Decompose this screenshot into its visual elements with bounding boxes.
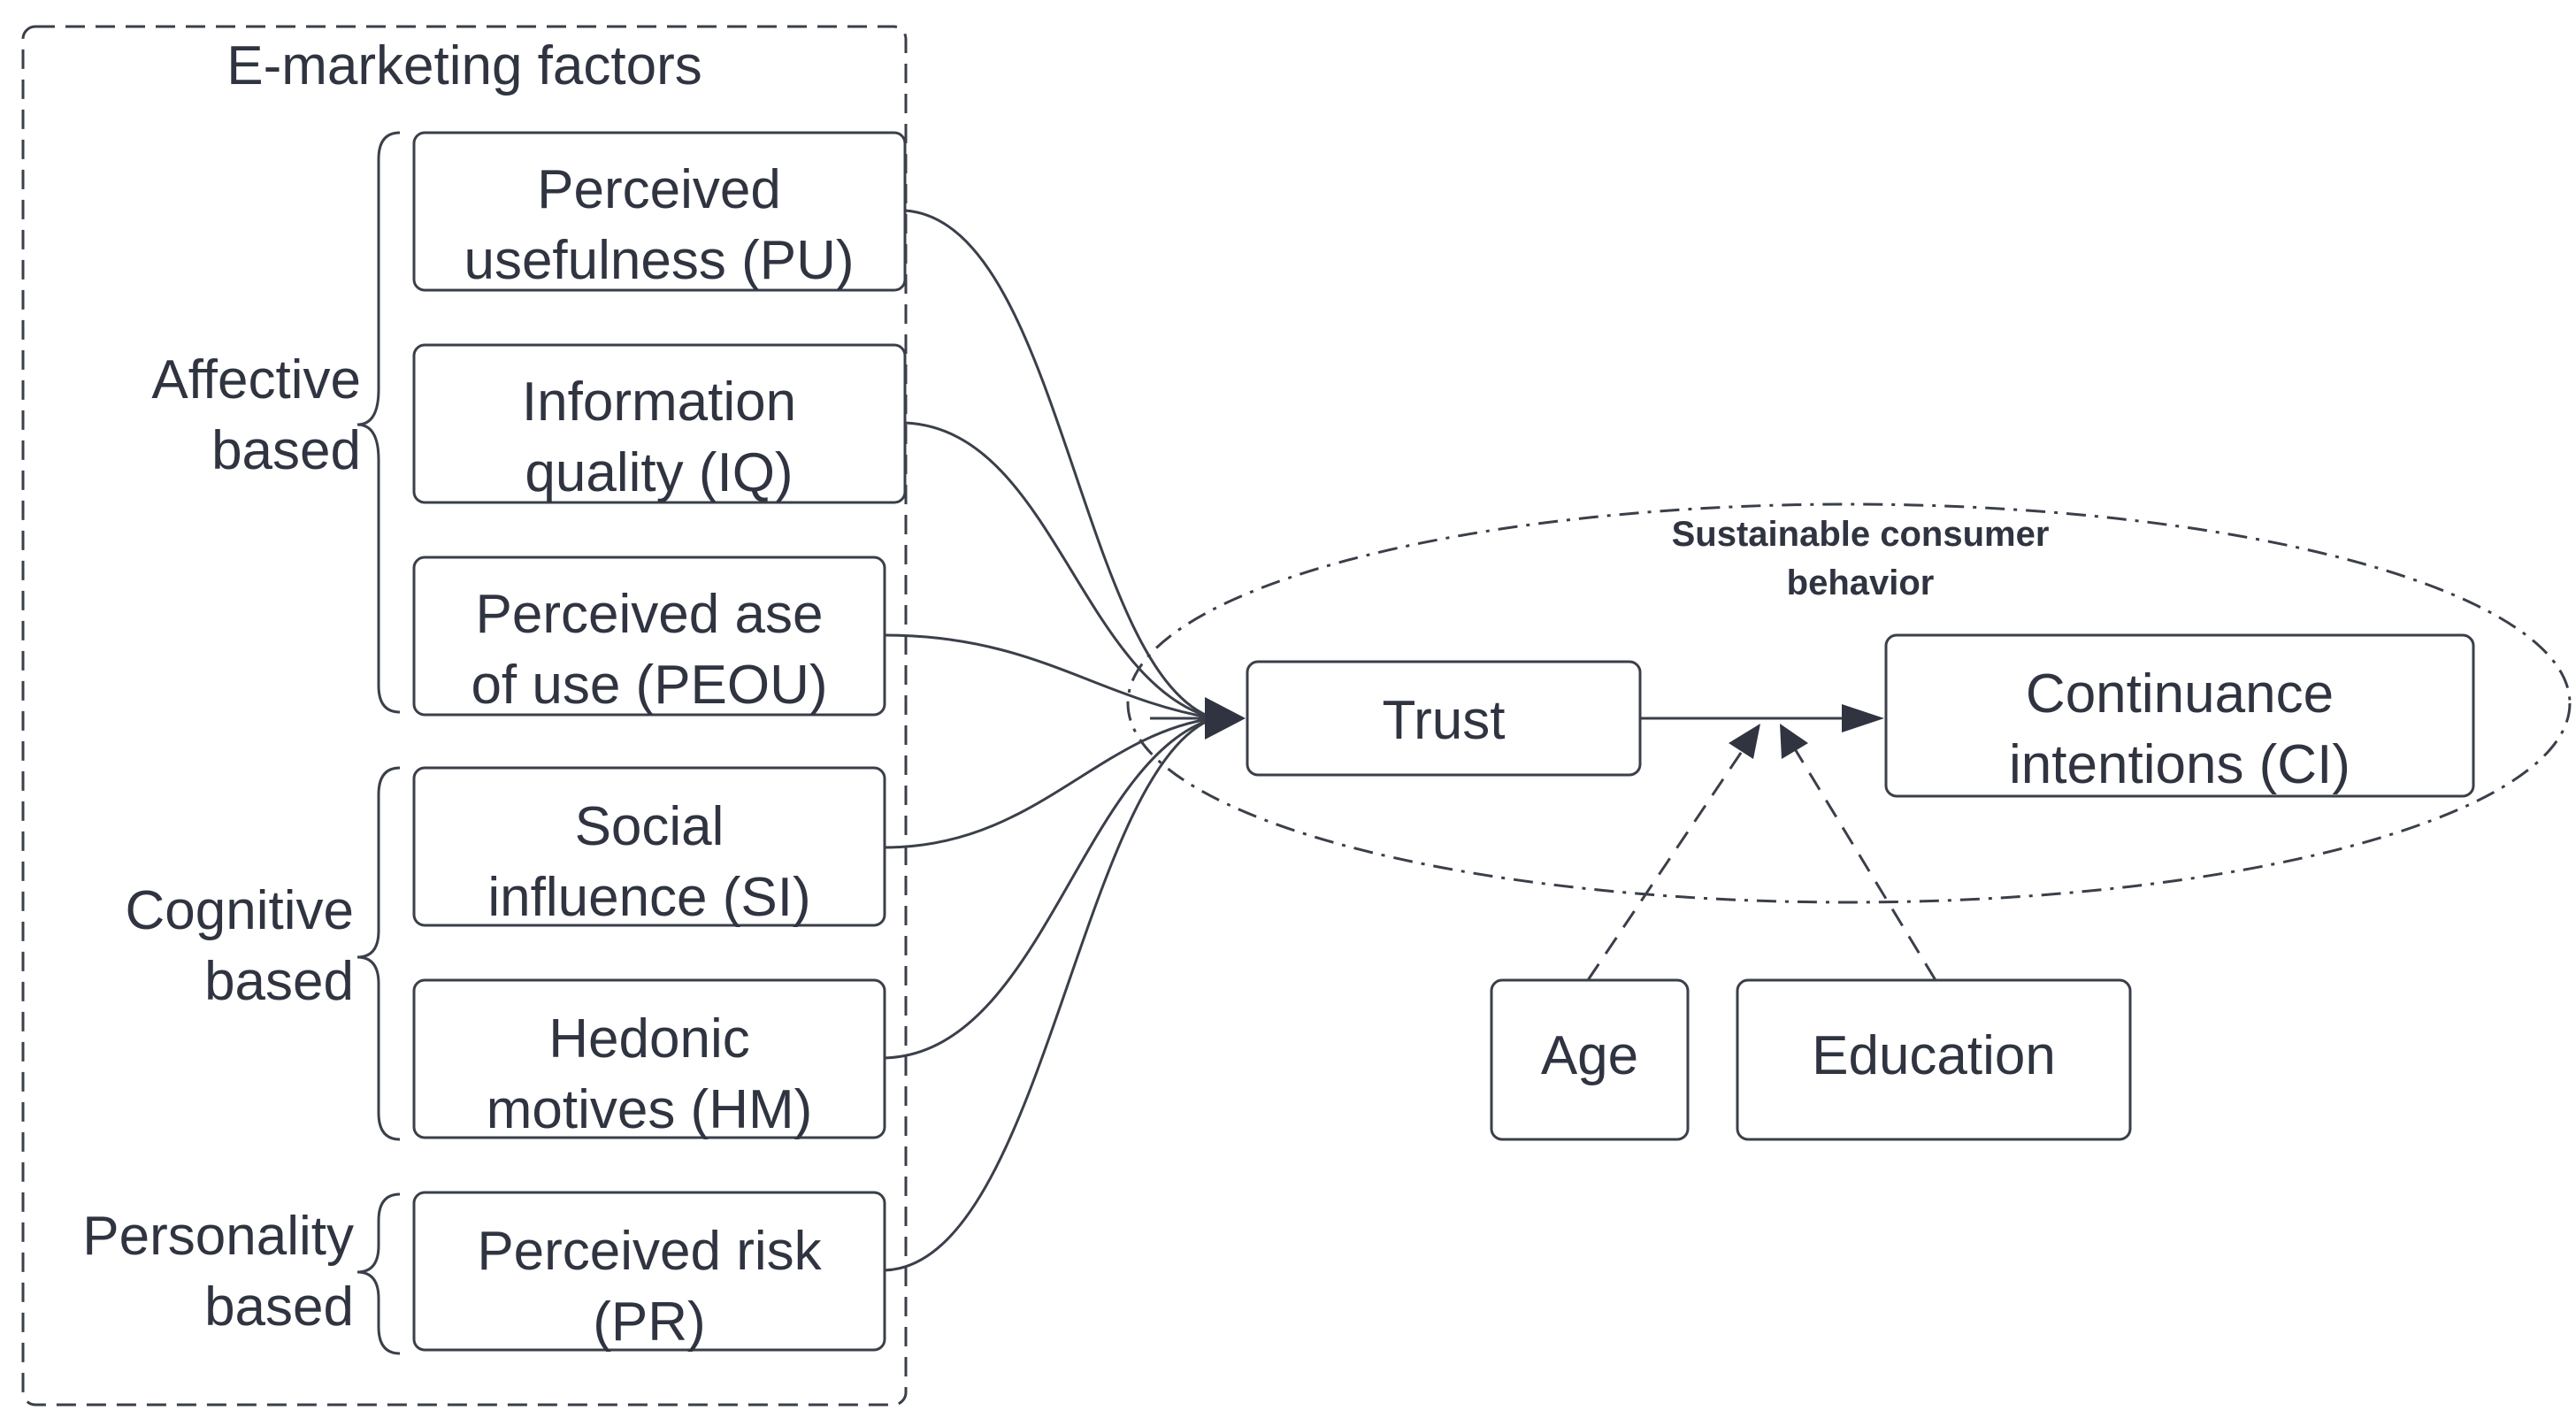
factor-label-line: influence (SI) <box>487 867 810 928</box>
frame-title: E-marketing factors <box>226 35 702 96</box>
factor-label-line: quality (IQ) <box>525 442 793 503</box>
e-marketing-factors-frame: E-marketing factors <box>21 25 908 1407</box>
scb-title-line: Sustainable consumer <box>1672 515 2050 554</box>
brace-affective <box>356 131 401 714</box>
group-label-line: based <box>204 951 354 1012</box>
brace-cognitive <box>356 766 401 1141</box>
ci-label-line: intentions (CI) <box>2009 734 2350 795</box>
education-label: Education <box>1812 1025 2056 1086</box>
education-box: Education <box>1736 978 2132 1141</box>
group-label-line: based <box>204 1276 354 1338</box>
group-label-affective: Affective based <box>151 349 361 481</box>
connector-iq-trust <box>904 421 1215 720</box>
factor-label-line: Hedonic <box>548 1008 749 1070</box>
education-moderator-line <box>1792 747 1937 981</box>
scb-title-line: behavior <box>1787 564 1935 602</box>
factor-label-line: Social <box>575 796 724 857</box>
factor-box-iq: Information quality (IQ) <box>412 343 907 504</box>
scb-ellipse <box>1126 502 2572 904</box>
arrowhead-education-moderator <box>1780 724 1808 759</box>
group-label-line: Cognitive <box>126 880 354 941</box>
ci-label-line: Continuance <box>2026 663 2334 724</box>
factor-box-pu: Perceived usefulness (PU) <box>412 131 907 292</box>
ci-box-border <box>1884 633 2475 798</box>
group-braces <box>356 131 401 1355</box>
factor-box-hm: Hedonic motives (HM) <box>412 978 886 1140</box>
connector-peou-trust <box>884 633 1215 720</box>
group-label-line: Affective <box>151 349 361 410</box>
arrowhead-age-moderator <box>1729 724 1760 759</box>
age-box-border <box>1490 978 1690 1141</box>
factor-label-line: Information <box>522 372 796 433</box>
factor-label-line: Perceived <box>537 159 781 220</box>
factor-connectors <box>884 209 1246 1272</box>
brace-personality <box>356 1192 401 1355</box>
connector-hm-trust <box>884 717 1215 1060</box>
connector-pu-trust <box>904 209 1215 720</box>
factor-label-line: Perceived risk <box>477 1221 822 1282</box>
factor-label-line: motives (HM) <box>487 1079 813 1140</box>
trust-label: Trust <box>1383 690 1506 751</box>
sustainable-consumer-behavior-group: Sustainable consumer behavior <box>1126 502 2572 904</box>
group-label-line: Personality <box>82 1206 354 1267</box>
trust-to-ci-arrow <box>1640 704 1884 732</box>
age-box: Age <box>1490 978 1690 1141</box>
factor-label-line: usefulness (PU) <box>464 230 854 291</box>
factor-label-line: of use (PEOU) <box>471 655 827 716</box>
factor-label-line: (PR) <box>593 1292 705 1353</box>
moderator-arrows <box>1586 724 1937 981</box>
trust-box: Trust <box>1246 660 1642 777</box>
connector-pr-trust <box>884 717 1215 1272</box>
ci-box: Continuance intentions (CI) <box>1884 633 2475 798</box>
frame-border <box>21 25 908 1407</box>
age-label: Age <box>1541 1025 1638 1086</box>
factor-box-border <box>412 978 886 1139</box>
factor-label-line: Perceived ase <box>476 584 824 645</box>
group-label-personality: Personality based <box>82 1206 354 1338</box>
group-label-line: based <box>211 420 361 481</box>
factor-box-si: Social influence (SI) <box>412 766 886 928</box>
connector-si-trust <box>884 717 1215 849</box>
age-moderator-line <box>1586 747 1746 981</box>
factor-box-pr: Perceived risk (PR) <box>412 1191 886 1353</box>
arrowhead-into-ci <box>1842 704 1884 732</box>
group-label-cognitive: Cognitive based <box>126 880 354 1012</box>
arrowhead-into-trust <box>1205 697 1246 740</box>
factor-box-peou: Perceived ase of use (PEOU) <box>412 556 886 717</box>
factor-box-border <box>412 1191 886 1352</box>
education-box-border <box>1736 978 2132 1141</box>
